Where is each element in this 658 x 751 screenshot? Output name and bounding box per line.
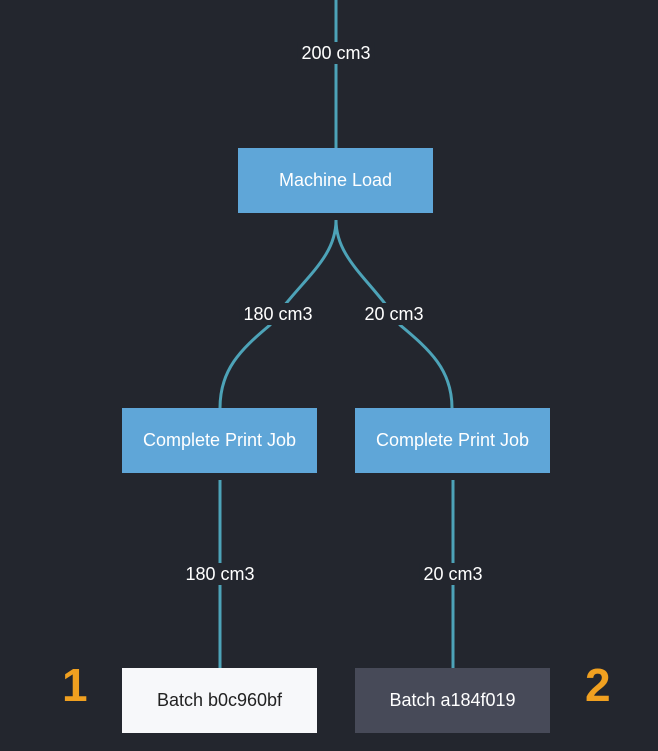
edge-output-left-label: 180 cm3	[181, 563, 259, 585]
edge-split-right-label: 20 cm3	[360, 303, 428, 325]
machine-load-node[interactable]: Machine Load	[238, 148, 433, 213]
print-job-right-node[interactable]: Complete Print Job	[355, 408, 550, 473]
edge-output-right-label: 20 cm3	[419, 563, 487, 585]
marker-1: 1	[62, 659, 88, 711]
edge-split-left-label: 180 cm3	[239, 303, 317, 325]
marker-2: 2	[585, 659, 611, 711]
edge-input-label: 200 cm3	[297, 42, 375, 64]
batch-left-node[interactable]: Batch b0c960bf	[122, 668, 317, 733]
batch-right-node[interactable]: Batch a184f019	[355, 668, 550, 733]
print-job-left-node[interactable]: Complete Print Job	[122, 408, 317, 473]
